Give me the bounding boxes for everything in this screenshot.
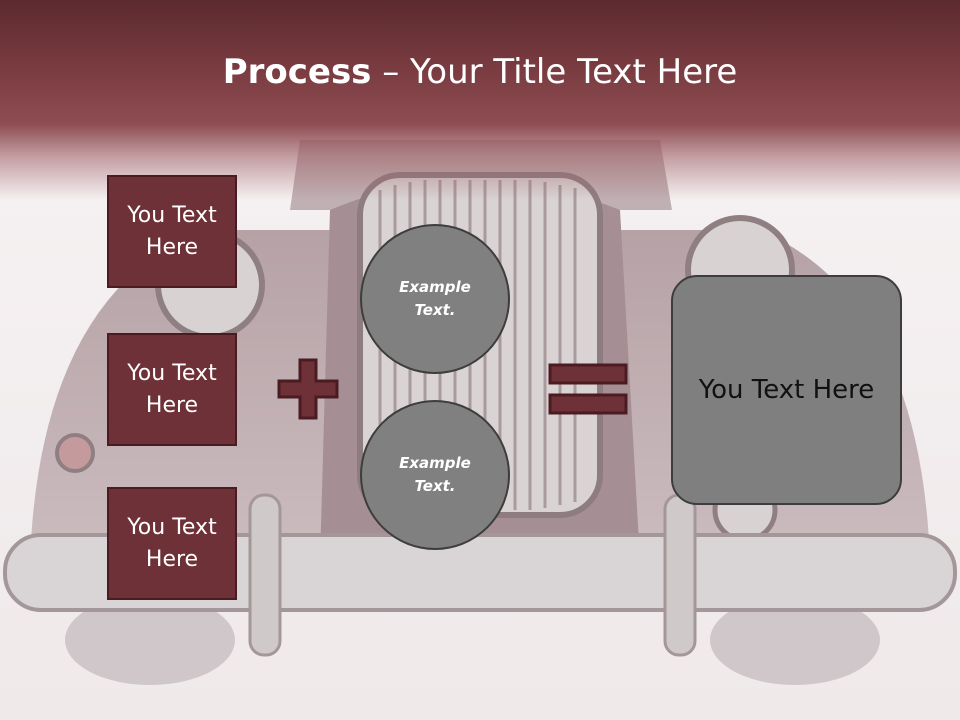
left-box-label: You Text Here (127, 202, 217, 260)
left-box-1[interactable]: You Text Here (107, 175, 237, 288)
title-rest: – Your Title Text Here (371, 52, 738, 92)
left-box-3[interactable]: You Text Here (107, 487, 237, 600)
example-circle-1[interactable]: Example Text. (360, 224, 510, 374)
left-box-label: You Text Here (127, 514, 217, 572)
plus-icon (277, 358, 339, 420)
left-box-2[interactable]: You Text Here (107, 333, 237, 446)
result-box[interactable]: You Text Here (671, 275, 902, 505)
equals-icon (548, 363, 628, 415)
left-box-label: You Text Here (127, 360, 217, 418)
result-label: You Text Here (698, 375, 875, 405)
header-band (0, 0, 960, 200)
circle-label: Example Text. (399, 454, 471, 495)
page-title: Process – Your Title Text Here (0, 52, 960, 92)
example-circle-2[interactable]: Example Text. (360, 400, 510, 550)
circle-label: Example Text. (399, 278, 471, 319)
title-bold: Process (222, 52, 372, 92)
